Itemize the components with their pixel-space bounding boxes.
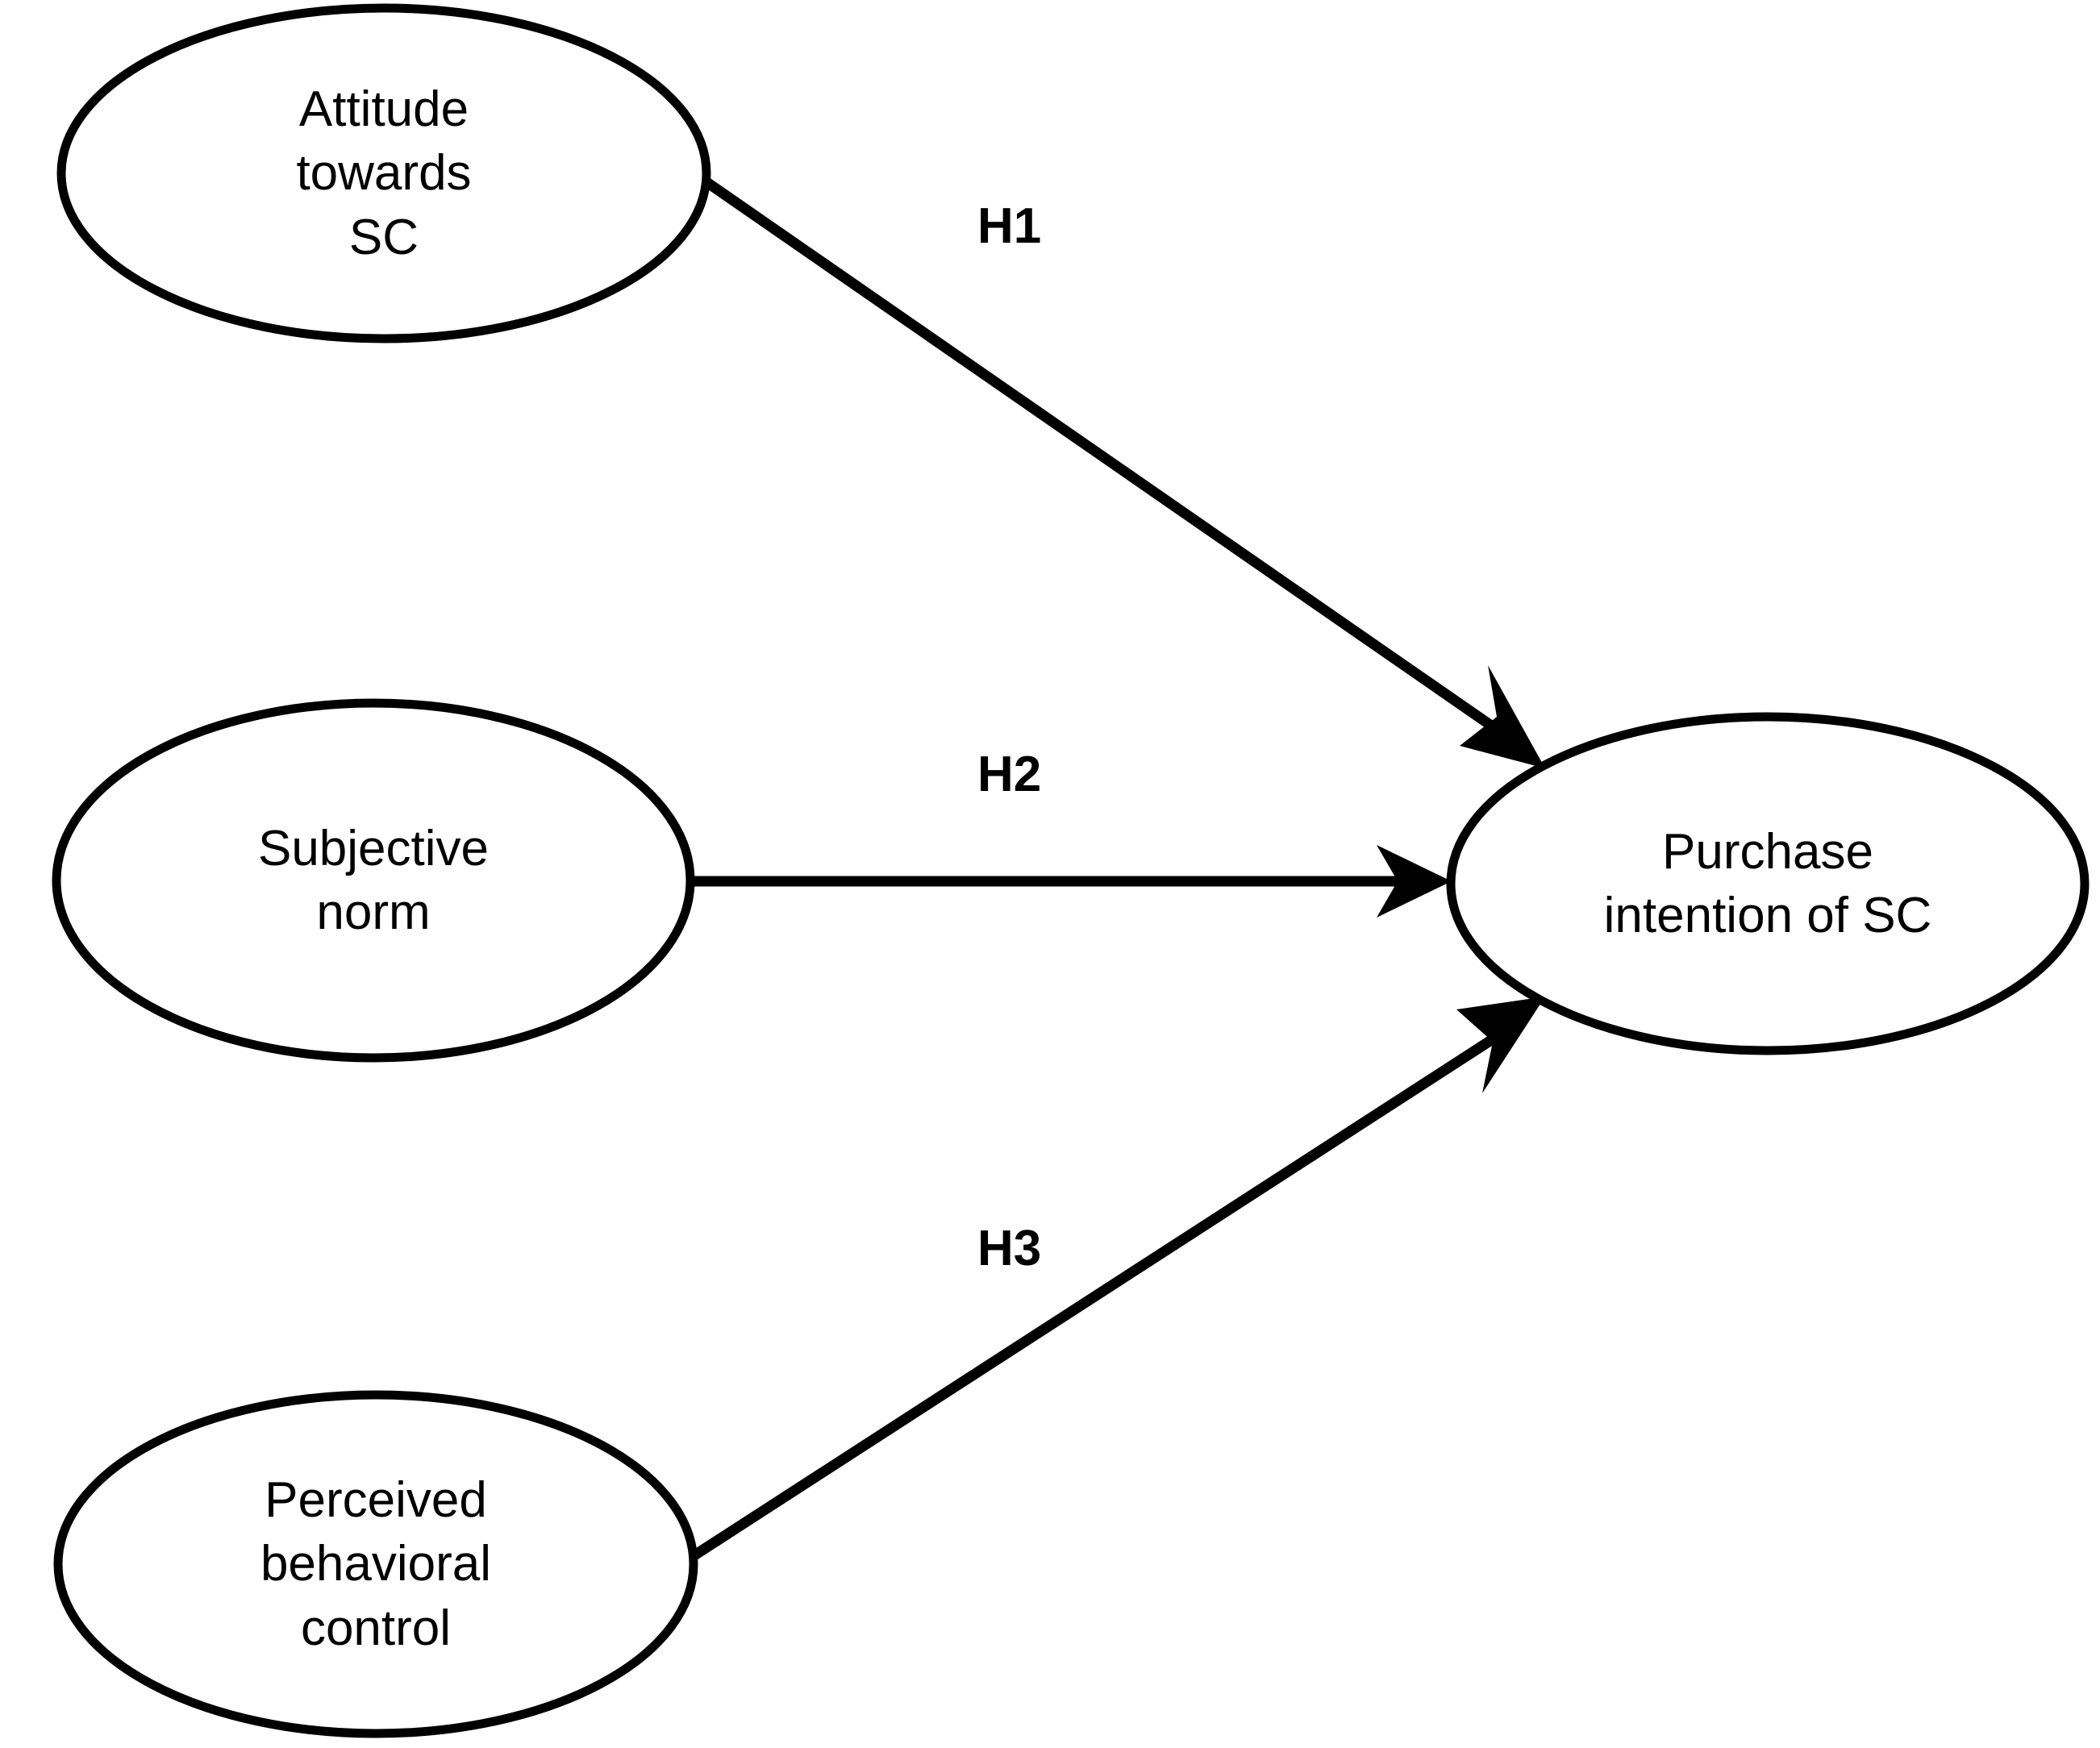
edge-h3-line (689, 1019, 1519, 1562)
edge-label-h1: H1 (977, 198, 1042, 254)
edge-label-h3: H3 (977, 1221, 1042, 1276)
node-attitude-ellipse[interactable] (56, 3, 711, 343)
node-subjective-norm-ellipse[interactable] (52, 698, 695, 1063)
edge-h2[interactable] (690, 845, 1452, 918)
edge-h2-arrowhead (1377, 845, 1452, 918)
node-perceived-behavioral-control-ellipse[interactable] (53, 1390, 698, 1738)
edge-h1[interactable] (692, 169, 1545, 768)
edge-h3[interactable] (689, 997, 1545, 1562)
edge-h1-line (692, 169, 1518, 747)
edge-h1-arrowhead (1460, 665, 1545, 768)
edge-h3-arrowhead (1456, 997, 1545, 1093)
edge-label-h2: H2 (977, 747, 1042, 802)
node-purchase-intention-ellipse[interactable] (1446, 712, 2090, 1055)
